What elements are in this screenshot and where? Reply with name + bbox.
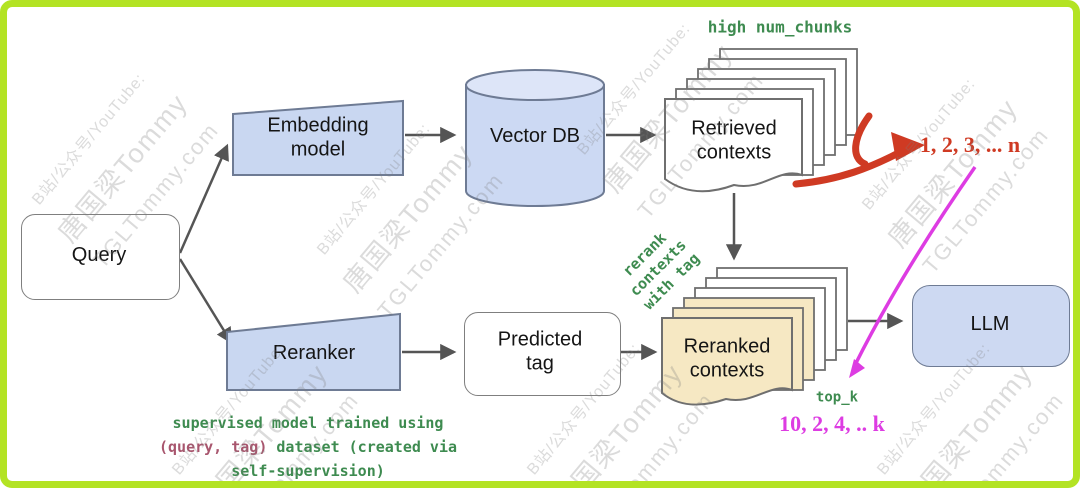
reranked-contexts-label: Reranked contexts	[683, 335, 771, 381]
retrieved-contexts-stack	[664, 48, 858, 193]
embedding-model-label: Embedding model	[267, 114, 369, 160]
query-tag-highlight: (query, tag)	[158, 438, 268, 456]
reranker-shape	[226, 312, 401, 391]
edge-query-embedding	[178, 143, 229, 254]
reranked-contexts-front-doc	[661, 317, 793, 406]
reranked-count-label: 10, 2, 4, .. k	[779, 411, 885, 437]
connector-arrows	[178, 126, 904, 361]
red-swoosh-arrow	[792, 112, 925, 188]
supervised-model-note: supervised model trained using (query, t…	[158, 414, 458, 480]
retrieved-count-label: 1, 2, 3, ... n	[919, 132, 1021, 158]
embedding-model-shape	[232, 99, 404, 176]
reranked-contexts-stack	[661, 267, 848, 406]
vector-db-label: Vector DB	[489, 125, 581, 148]
magenta-topk-arrow	[849, 166, 977, 378]
llm-label: LLM	[970, 313, 1010, 336]
edge-query-reranker	[178, 258, 233, 345]
predicted-tag-node	[464, 312, 621, 396]
retrieved-contexts-front-doc	[664, 98, 803, 193]
query-label: Query	[71, 244, 127, 267]
vector-db-shape	[465, 69, 605, 207]
top-k-note: top_k	[815, 389, 859, 406]
retrieved-contexts-label: Retrieved contexts	[691, 117, 777, 163]
diagram-shapes	[178, 48, 977, 406]
llm-node	[912, 285, 1070, 367]
query-node	[21, 214, 180, 300]
reranker-label: Reranker	[272, 342, 356, 365]
high-num-chunks-note: high num_chunks	[707, 17, 853, 37]
predicted-tag-label: Predicted tag	[497, 328, 583, 374]
